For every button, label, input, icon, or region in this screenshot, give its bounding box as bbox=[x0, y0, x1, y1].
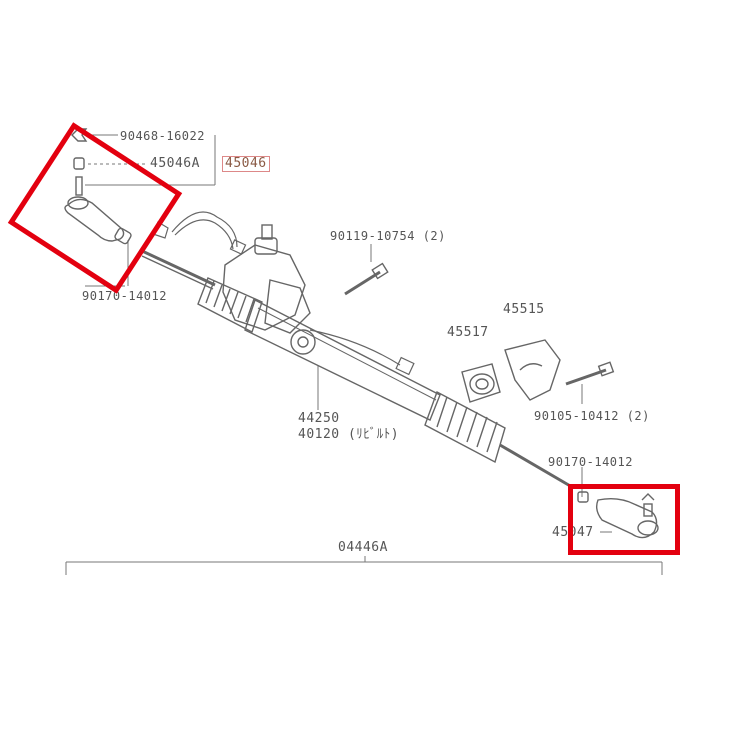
label-bracket: 45515 bbox=[503, 302, 545, 317]
label-kit: 04446A bbox=[338, 540, 388, 555]
tie-rod-lh bbox=[139, 248, 216, 287]
label-gear-assy: 44250 bbox=[298, 411, 340, 426]
bolt-upper-icon bbox=[344, 262, 389, 296]
label-nut-lh: 90170-14012 bbox=[82, 289, 167, 303]
bushing-icon bbox=[461, 363, 501, 403]
label-bolt-upper: 90119-10754 (2) bbox=[330, 229, 446, 243]
bracket-icon bbox=[504, 339, 561, 401]
clip-icon bbox=[71, 128, 88, 142]
label-nut-rh: 90170-14012 bbox=[548, 455, 633, 469]
bolt-lower-icon bbox=[565, 361, 615, 386]
tie-rod-end-lh-icon bbox=[64, 196, 132, 245]
tie-rod-end-rh-icon bbox=[577, 491, 659, 539]
label-gear-rebuilt: 40120 (ﾘﾋﾞﾙﾄ) bbox=[298, 427, 400, 442]
sensor-wire-icon bbox=[152, 211, 415, 376]
nut-lh-icon bbox=[73, 157, 85, 170]
stud-lh-icon bbox=[75, 176, 83, 196]
label-tie-rod-end-lh: 45046 bbox=[222, 156, 270, 172]
label-bolt-lower: 90105-10412 (2) bbox=[534, 409, 650, 423]
highlight-box-rh bbox=[568, 484, 680, 555]
label-clip-part: 90468-16022 bbox=[120, 129, 205, 143]
label-tie-rod-end-lh-a: 45046A bbox=[150, 156, 200, 171]
label-bushing: 45517 bbox=[447, 325, 489, 340]
pinion-valve-icon bbox=[222, 224, 316, 355]
leader-lines bbox=[65, 134, 663, 575]
boot-rh-icon bbox=[424, 391, 506, 464]
tie-rod-rh bbox=[499, 443, 573, 489]
rack-housing-icon bbox=[244, 299, 441, 421]
